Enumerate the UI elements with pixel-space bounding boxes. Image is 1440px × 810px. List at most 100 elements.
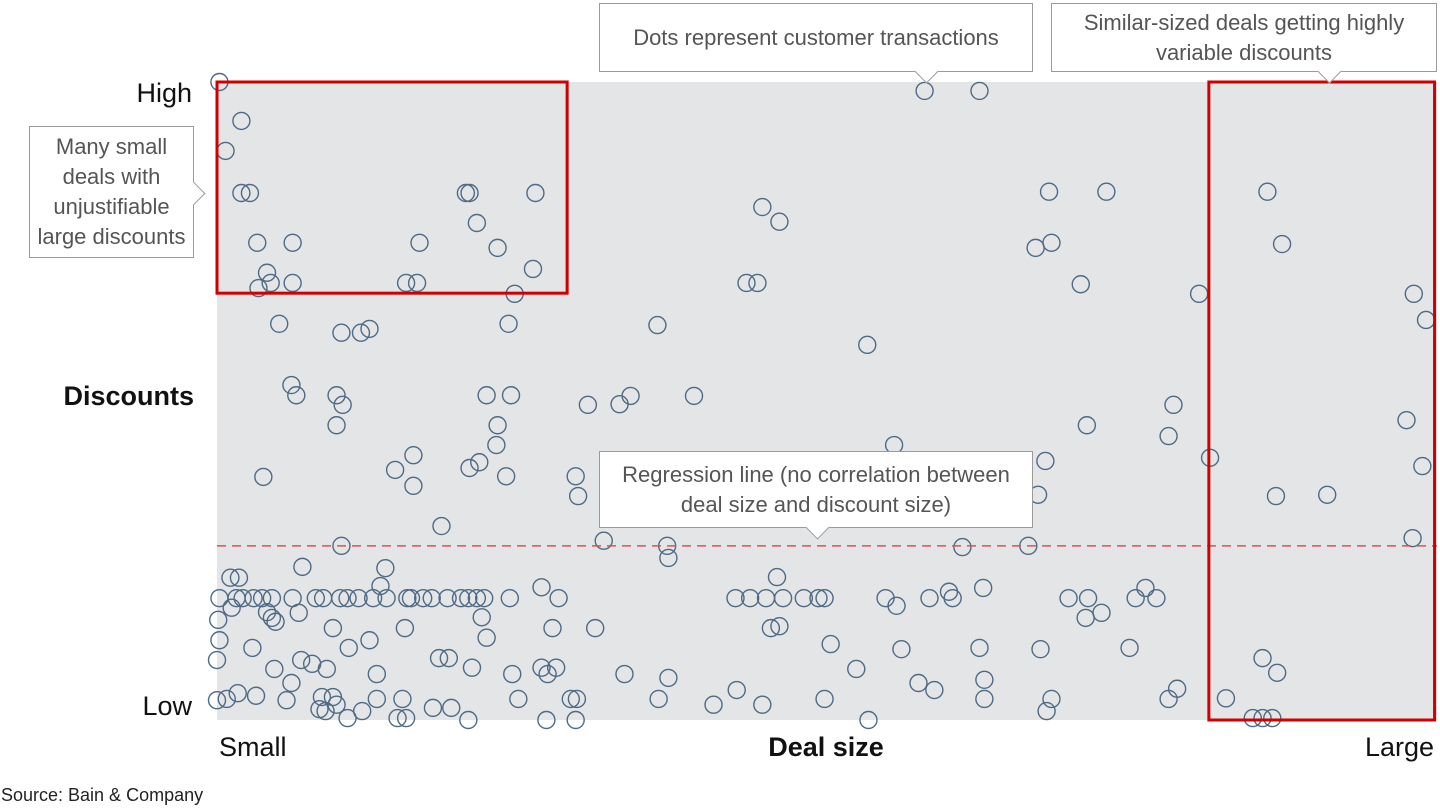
data-point bbox=[1159, 689, 1178, 709]
data-point bbox=[396, 708, 416, 728]
data-point bbox=[289, 603, 308, 623]
data-point bbox=[413, 588, 433, 608]
data-point bbox=[659, 548, 678, 568]
data-point bbox=[459, 588, 478, 608]
data-point bbox=[327, 695, 346, 714]
data-point bbox=[207, 650, 227, 670]
data-point bbox=[221, 568, 240, 587]
data-point bbox=[704, 695, 723, 714]
data-point bbox=[1164, 395, 1183, 415]
data-point bbox=[423, 698, 443, 718]
data-point bbox=[815, 588, 834, 608]
data-point bbox=[422, 588, 441, 608]
data-point bbox=[648, 315, 667, 335]
data-point bbox=[1036, 451, 1055, 471]
data-point bbox=[270, 314, 289, 334]
data-point bbox=[388, 708, 407, 728]
data-point bbox=[887, 596, 906, 615]
data-point bbox=[1216, 689, 1236, 708]
data-point bbox=[367, 664, 387, 684]
data-point bbox=[487, 435, 506, 455]
data-point bbox=[371, 576, 390, 596]
x-axis-label: Deal size bbox=[768, 732, 884, 762]
data-point bbox=[1403, 528, 1422, 548]
data-point bbox=[410, 233, 429, 252]
plot-area bbox=[217, 82, 1437, 720]
data-point bbox=[1042, 689, 1061, 709]
data-point bbox=[262, 608, 282, 628]
data-point bbox=[500, 588, 519, 608]
data-point bbox=[767, 567, 787, 587]
data-point bbox=[488, 238, 507, 258]
data-point bbox=[282, 375, 301, 395]
data-point bbox=[549, 588, 568, 608]
callout-regression-text: Regression line (no correlation between … bbox=[622, 461, 1010, 517]
data-point bbox=[543, 618, 562, 638]
data-point bbox=[240, 183, 260, 203]
data-point bbox=[815, 689, 834, 709]
data-point bbox=[501, 386, 521, 405]
data-point bbox=[396, 273, 416, 293]
data-point bbox=[859, 710, 878, 730]
data-point bbox=[773, 588, 793, 608]
data-point bbox=[737, 273, 756, 293]
data-point bbox=[332, 536, 351, 556]
data-point bbox=[376, 558, 395, 578]
data-point bbox=[331, 588, 350, 608]
data-point bbox=[338, 708, 357, 728]
data-point bbox=[1039, 182, 1059, 201]
data-point bbox=[332, 323, 351, 342]
data-point bbox=[306, 588, 326, 608]
data-point bbox=[265, 659, 284, 679]
data-point bbox=[395, 618, 415, 638]
data-point bbox=[770, 617, 789, 636]
data-point bbox=[233, 588, 252, 608]
data-point bbox=[261, 273, 280, 293]
data-point bbox=[1263, 708, 1282, 728]
data-point bbox=[1097, 182, 1116, 201]
data-point bbox=[456, 183, 476, 203]
data-point bbox=[566, 710, 585, 730]
callout-small-deals: Many small deals with unjustifiable larg… bbox=[29, 126, 206, 258]
callout-small-deals-text: Many small deals with unjustifiable larg… bbox=[37, 134, 186, 249]
data-point bbox=[727, 680, 746, 700]
data-point bbox=[393, 689, 412, 709]
data-point bbox=[210, 631, 229, 650]
data-point bbox=[499, 314, 518, 334]
data-point bbox=[277, 691, 296, 710]
data-point bbox=[532, 578, 551, 597]
data-point bbox=[477, 386, 496, 405]
data-point bbox=[432, 516, 451, 536]
data-point bbox=[1317, 485, 1337, 504]
data-point bbox=[526, 183, 545, 203]
data-point bbox=[1037, 701, 1056, 721]
data-point bbox=[488, 416, 507, 435]
data-point bbox=[847, 659, 866, 679]
data-point bbox=[472, 608, 491, 627]
highlight-box-2 bbox=[1207, 80, 1437, 722]
data-point bbox=[1267, 663, 1287, 682]
data-point bbox=[254, 467, 273, 487]
data-point bbox=[293, 557, 312, 577]
data-point bbox=[222, 598, 241, 617]
data-point bbox=[352, 701, 372, 721]
data-point bbox=[659, 668, 678, 688]
highlight-box-1 bbox=[215, 80, 569, 295]
y-tick-low: Low bbox=[142, 691, 192, 721]
highlight-boxes bbox=[215, 80, 1437, 722]
data-point bbox=[207, 691, 227, 710]
data-point bbox=[477, 628, 496, 647]
data-point bbox=[975, 670, 994, 690]
data-point bbox=[1136, 578, 1155, 598]
data-point bbox=[283, 273, 302, 293]
data-point bbox=[1147, 588, 1166, 608]
callout-dots-text: Dots represent customer transactions bbox=[633, 24, 999, 50]
x-tick-large: Large bbox=[1364, 732, 1434, 762]
data-point bbox=[470, 453, 489, 472]
data-point bbox=[586, 618, 605, 638]
data-point bbox=[327, 386, 346, 405]
data-point bbox=[460, 458, 479, 478]
data-point bbox=[568, 486, 588, 506]
data-point bbox=[1243, 708, 1262, 728]
